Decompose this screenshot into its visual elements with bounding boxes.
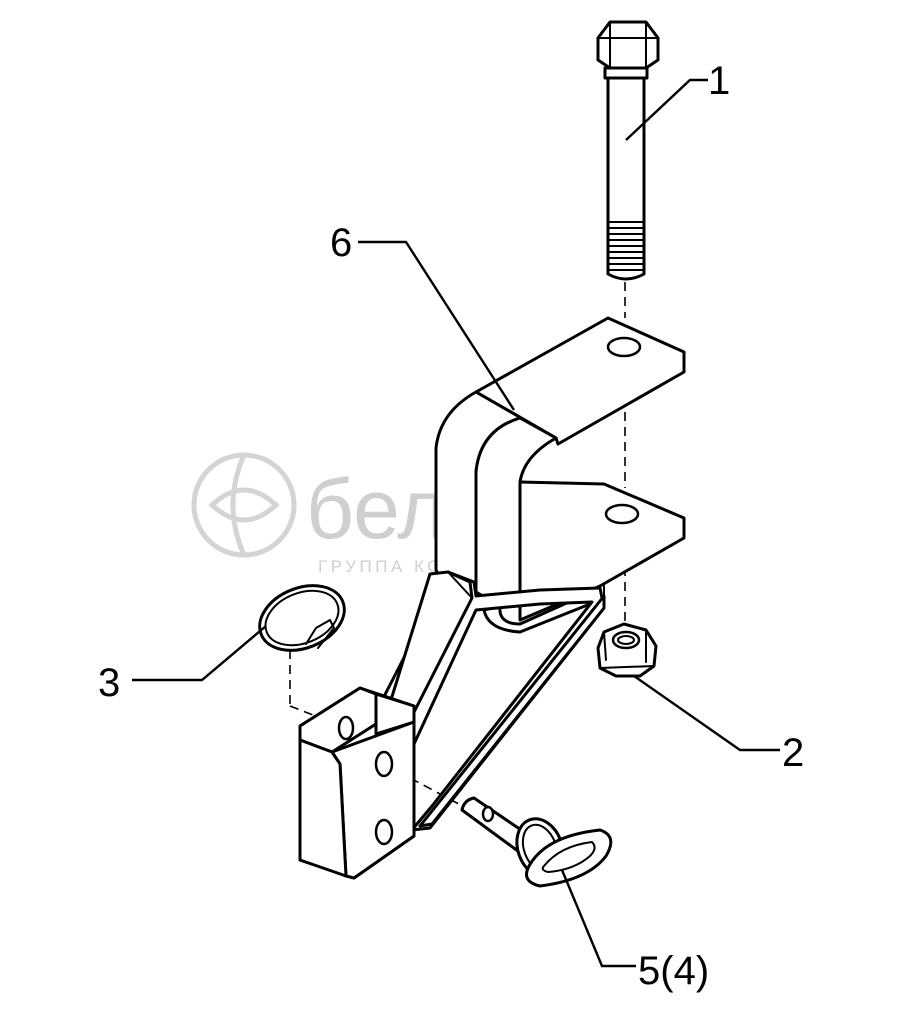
pin-part-5 <box>460 796 613 888</box>
bolt-head <box>596 20 660 70</box>
clevis-middle-hole <box>374 750 394 778</box>
callout-1: 1 <box>708 59 730 103</box>
bolt-part-1 <box>596 20 660 281</box>
callout-5-4: 5(4) <box>638 949 709 993</box>
watermark-logo-icon <box>191 452 297 558</box>
clevis-block <box>298 686 416 880</box>
leader-6 <box>358 240 516 411</box>
bracket-part-6 <box>434 316 686 634</box>
snap-ring-inner <box>264 589 340 647</box>
leader-3 <box>132 625 267 682</box>
snap-ring-part-3 <box>258 584 346 652</box>
callout-6: 6 <box>330 221 352 265</box>
pin-cross-hole <box>481 805 495 823</box>
bolt-shank <box>606 76 646 281</box>
clevis-bottom-hole <box>374 818 394 846</box>
pin-handle-slot <box>541 841 596 873</box>
callout-3: 3 <box>98 661 120 705</box>
leader-lines <box>132 78 780 968</box>
bracket-bottom-hole <box>604 503 640 525</box>
bracket-top-hole <box>606 336 642 358</box>
callout-2: 2 <box>782 731 804 775</box>
leader-5-4 <box>560 869 636 968</box>
drawbar-long-edge <box>418 594 606 828</box>
nut-part-2 <box>596 622 658 678</box>
snap-ring-gap <box>305 619 335 649</box>
leader-1 <box>625 78 708 141</box>
drawbar-plate <box>372 570 606 832</box>
nut-hole <box>611 630 641 650</box>
clevis-side-face <box>298 738 348 878</box>
bolt-thread <box>608 221 644 271</box>
leader-2 <box>633 675 780 752</box>
clevis-top-hole <box>337 715 355 741</box>
